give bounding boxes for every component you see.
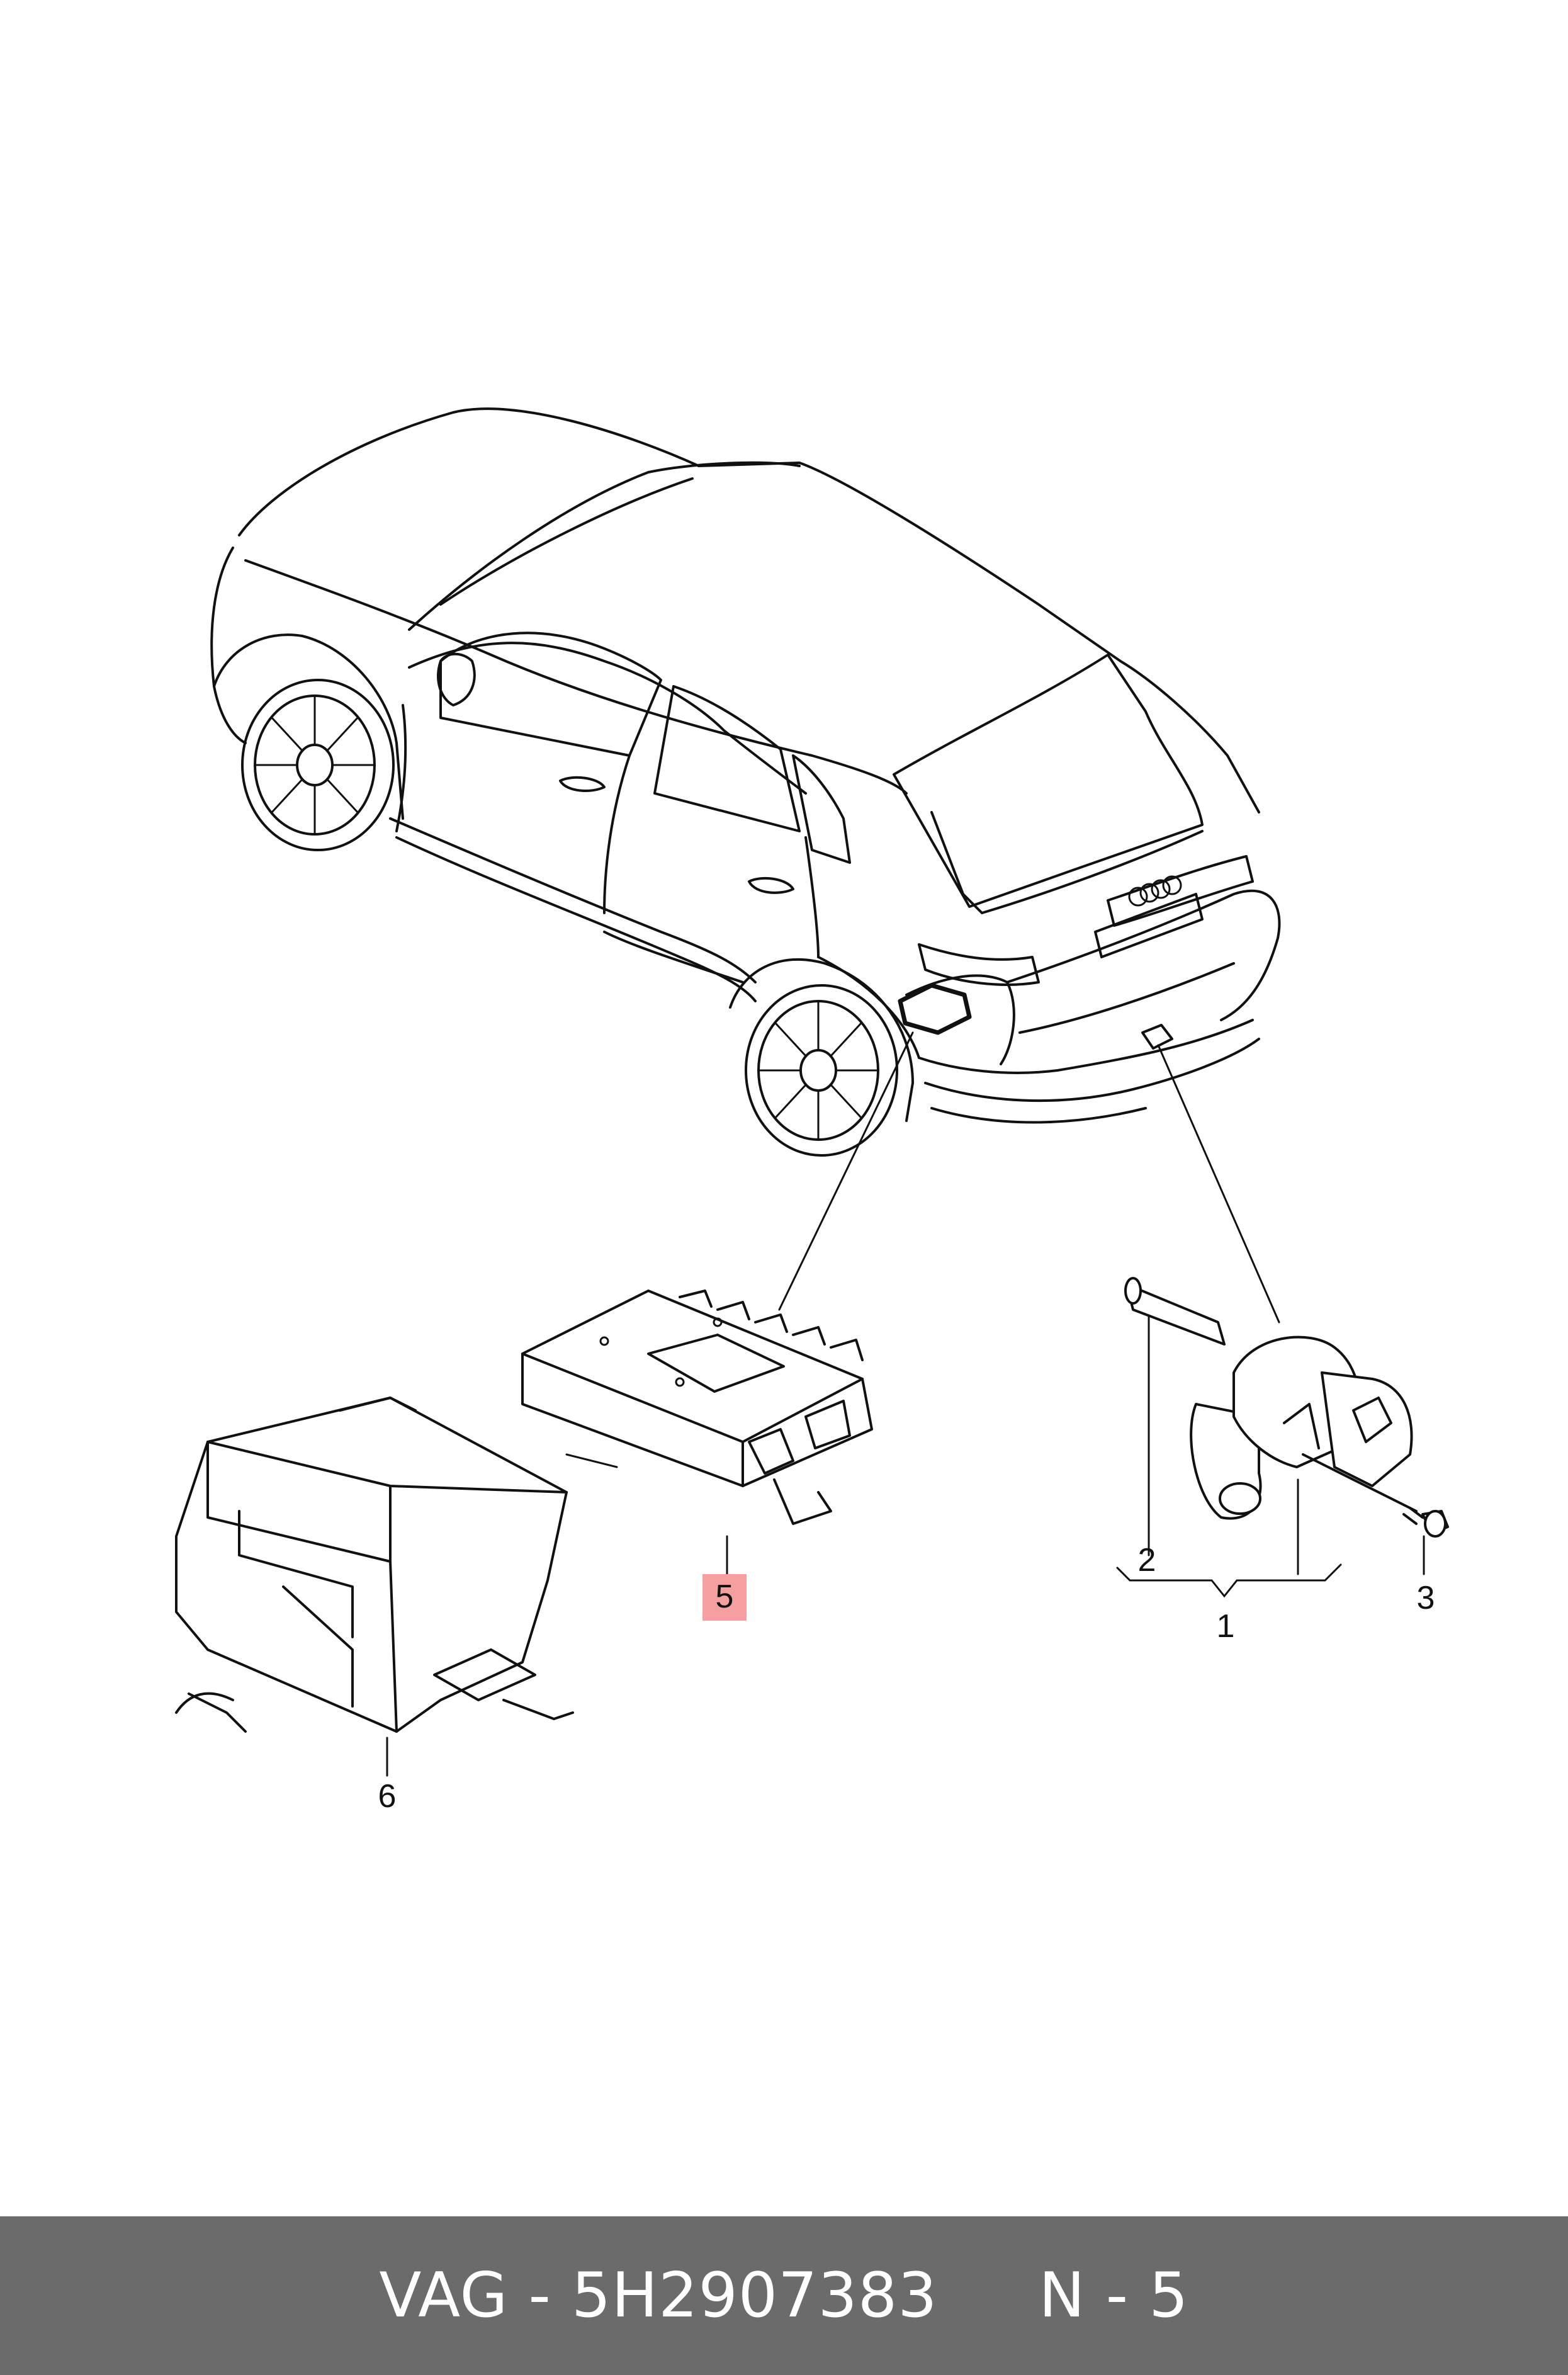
callout-2: 2 <box>1138 1542 1156 1579</box>
pin-part-2 <box>1124 1277 1226 1346</box>
bracket-part-6 <box>175 1397 574 1733</box>
socket-location-marker <box>1141 1024 1173 1050</box>
front-wheel <box>241 679 395 851</box>
socket-assembly-part-1 <box>1124 1277 1449 1538</box>
part-number-label: VAG - 5H2907383 N - 5 <box>379 2260 1189 2332</box>
callout-6: 6 <box>378 1778 397 1815</box>
highlight-box-part-5 <box>702 1574 747 1621</box>
screw-part-3 <box>1402 1507 1449 1538</box>
callout-3: 3 <box>1417 1580 1435 1616</box>
leader-line-part-6 <box>565 1453 618 1468</box>
leader-line-socket <box>1157 1044 1280 1324</box>
vehicle-illustration <box>210 407 1281 1157</box>
control-module-part-5 <box>521 1290 873 1525</box>
parts-diagram: 5 2 3 1 6 <box>175 407 1449 1815</box>
footer-bar: VAG - 5H2907383 N - 5 <box>0 2216 1568 2375</box>
leader-line-module <box>778 1031 914 1311</box>
callout-5: 5 <box>716 1579 734 1615</box>
audi-logo <box>1128 875 1182 907</box>
callout-1: 1 <box>1217 1608 1235 1645</box>
module-location-marker <box>898 983 972 1035</box>
rear-wheel <box>745 984 898 1157</box>
